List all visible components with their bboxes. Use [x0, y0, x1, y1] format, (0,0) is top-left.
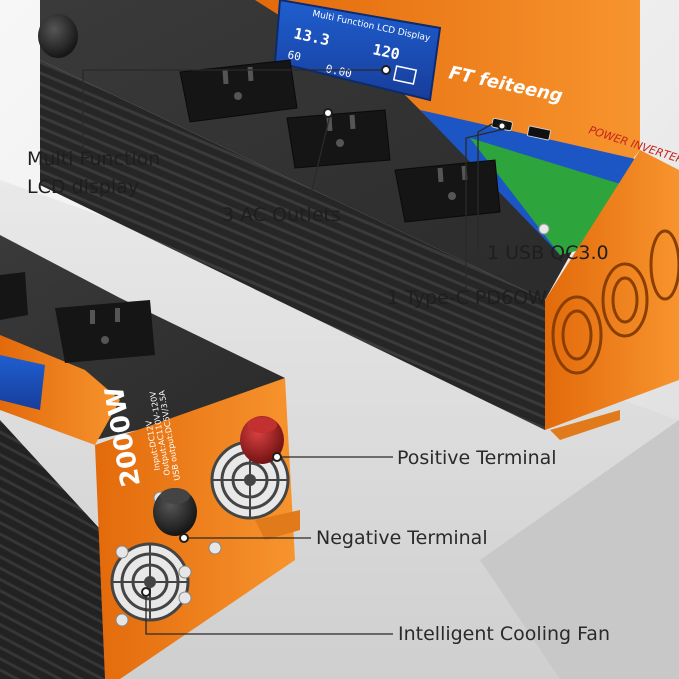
callout-type-c: 1 Type-C PD6OW [387, 287, 547, 309]
callout-dot-ac [323, 108, 333, 118]
bottom-ac-outlet [55, 300, 155, 363]
top-switch-knob [38, 14, 78, 58]
top-screw [538, 223, 550, 235]
callout-line-lcd [82, 69, 385, 158]
top-lcd-display: 13.3 60 0.00 120 Multi Function LCD Disp… [273, 0, 442, 102]
bottom-mount-tab [255, 510, 300, 540]
usb-qc-port [526, 125, 552, 141]
bottom-inverter: 2000W Input:DC12V Output:AC110V-120V USB… [0, 235, 300, 679]
ac-outlet-3 [394, 159, 501, 223]
top-mount-tab [550, 410, 620, 440]
callout-usb: 1 USB QC3.0 [487, 242, 609, 264]
lcd-reading-3: 0.00 [324, 62, 353, 80]
lcd-reading-4: 120 [371, 40, 401, 63]
callout-lcd-display: Multi Function LCD display [27, 145, 160, 201]
callout-negative-terminal: Negative Terminal [316, 527, 488, 549]
positive-terminal [240, 416, 284, 464]
negative-terminal [153, 488, 197, 536]
callout-lines [82, 69, 501, 635]
callout-positive-terminal: Positive Terminal [397, 447, 557, 469]
callout-ac-outlets: 3 AC Outlets [222, 204, 341, 226]
callout-lcd-line-1: Multi Function [27, 148, 161, 170]
callout-lcd-line-2: LCD display [27, 176, 139, 198]
callout-dot-typec [497, 121, 507, 131]
ac-outlet-2 [286, 109, 391, 169]
callout-line-typec [465, 129, 501, 295]
callout-dot-lcd [381, 65, 391, 75]
callout-dot-negative [179, 533, 189, 543]
bottom-lcd-display [0, 355, 45, 410]
bottom-ac-outlet-partial [0, 272, 28, 320]
top-inverter-fan-grilles [551, 229, 679, 375]
lcd-battery-icon [392, 65, 418, 85]
callout-dots [141, 65, 507, 597]
bottom-fan-lower [110, 542, 190, 622]
top-inverter: 13.3 60 0.00 120 Multi Function LCD Disp… [38, 0, 679, 440]
callout-dot-fan [141, 587, 151, 597]
top-inverter-side-fins [40, 60, 545, 430]
shelf-shadow [480, 420, 679, 679]
callout-line-ac [309, 114, 331, 199]
callout-line-fan [145, 590, 393, 635]
bottom-inverter-side-fins [0, 420, 110, 679]
callout-cooling-fan: Intelligent Cooling Fan [398, 623, 610, 645]
callout-line-usb [477, 123, 493, 250]
callout-dot-positive [272, 452, 282, 462]
